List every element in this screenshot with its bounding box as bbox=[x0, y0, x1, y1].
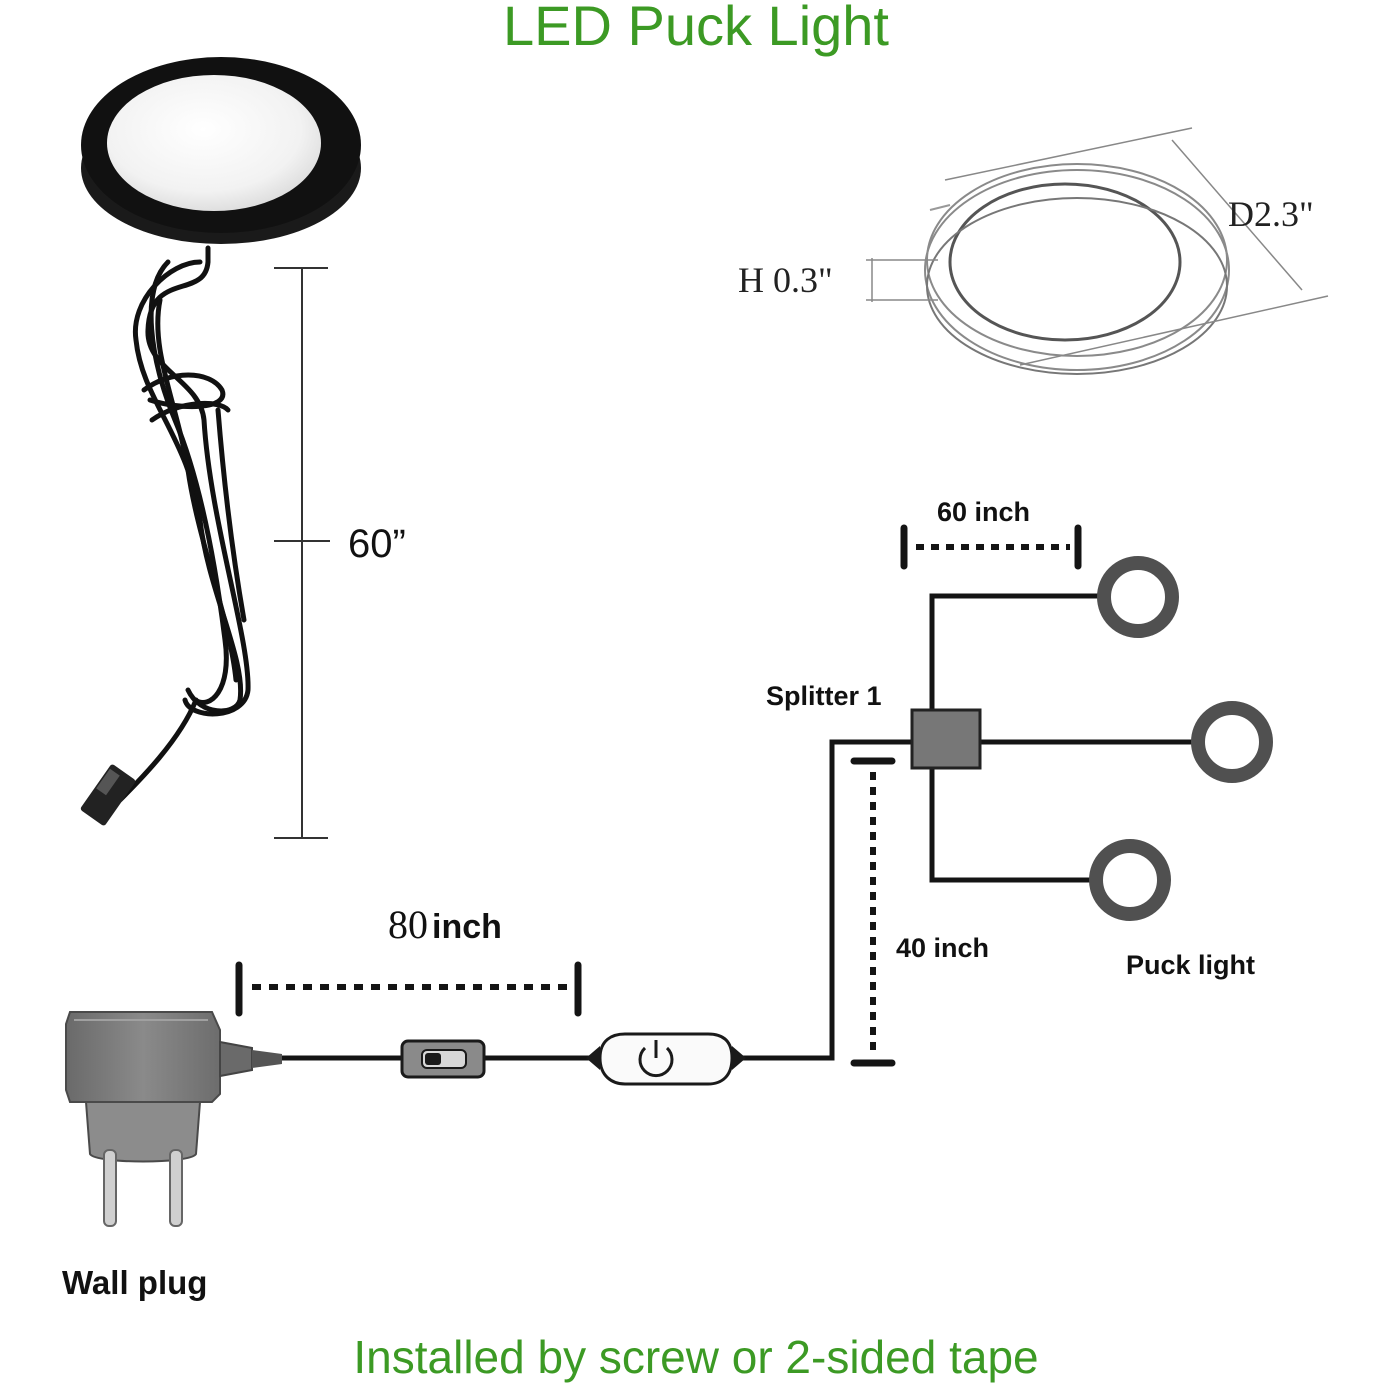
measure-40-inch bbox=[850, 757, 896, 1067]
measure-80-inch bbox=[235, 961, 582, 1017]
cable-length-dimension bbox=[274, 267, 330, 839]
splitter-label: Splitter 1 bbox=[766, 681, 882, 711]
inline-switch bbox=[400, 1039, 486, 1079]
power-icon bbox=[638, 1046, 674, 1078]
splitter-lead-length: 40 inch bbox=[896, 933, 990, 963]
puck-light-middle bbox=[1191, 701, 1273, 783]
splitter-to-puck-length: 60 inch bbox=[937, 497, 1031, 527]
touch-dimmer bbox=[586, 1032, 746, 1086]
wall-plug-label: Wall plug bbox=[62, 1264, 208, 1301]
installation-note: Installed by screw or 2-sided tape bbox=[353, 1331, 1039, 1383]
puck-dimension-drawing bbox=[866, 127, 1329, 375]
plug-pin-left bbox=[103, 1149, 117, 1227]
diameter-label: D2.3" bbox=[1228, 194, 1314, 234]
wall-plug-adapter bbox=[65, 1011, 282, 1227]
plug-pin-right bbox=[169, 1149, 183, 1227]
height-label: H 0.3" bbox=[738, 260, 833, 300]
cable-connector bbox=[80, 764, 136, 826]
page-title: LED Puck Light bbox=[503, 0, 889, 57]
supply-cable-length: 80 inch bbox=[388, 905, 502, 945]
cable-length-label: 60” bbox=[348, 522, 406, 566]
puck-light-photo bbox=[80, 57, 361, 826]
splitter-box bbox=[910, 708, 982, 770]
puck-lens bbox=[107, 75, 321, 211]
puck-light-top bbox=[1097, 556, 1179, 638]
measure-60-inch bbox=[900, 524, 1082, 570]
puck-light-bottom bbox=[1089, 839, 1171, 921]
supply-cable bbox=[280, 593, 1194, 1061]
supply-cable-length-number: 80 bbox=[388, 902, 428, 947]
coiled-cable bbox=[117, 245, 251, 803]
supply-cable-length-unit: inch bbox=[432, 908, 502, 946]
puck-light-label: Puck light bbox=[1126, 950, 1256, 980]
wiring-diagram bbox=[65, 524, 1273, 1227]
